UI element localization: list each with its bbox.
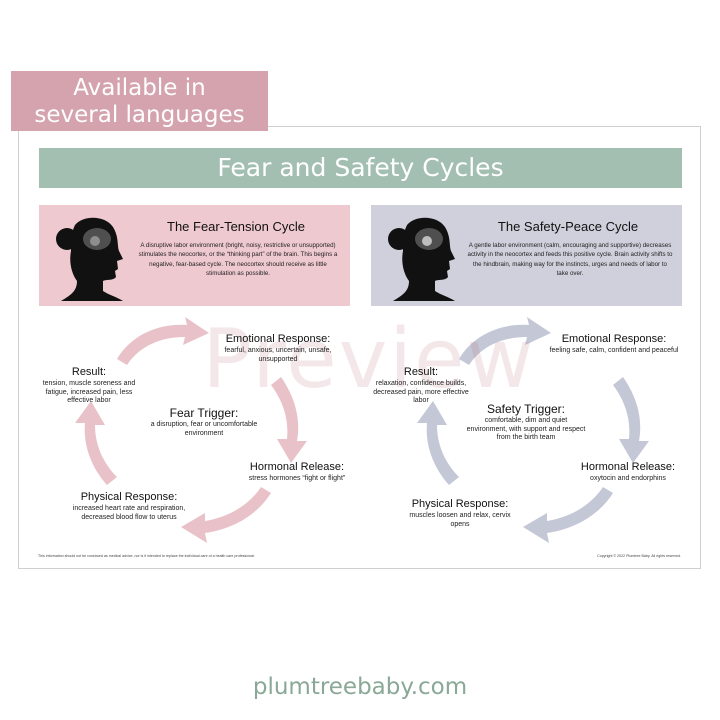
website-link[interactable]: plumtreebaby.com <box>252 674 468 700</box>
fear-cycle-arrows <box>75 317 307 543</box>
badge-line-2: several languages <box>34 102 245 128</box>
node-desc: increased heart rate and respiration, de… <box>72 505 186 521</box>
arrow-left <box>417 401 459 485</box>
poster: Fear and Safety Cycles The Fear-Tension … <box>18 126 701 569</box>
safety-hormonal-release: Hormonal Release: oxytocin and endorphin… <box>571 461 685 484</box>
node-title: Fear Trigger: <box>169 406 239 420</box>
node-desc: relaxation, confidence builds, decreased… <box>373 380 469 404</box>
node-desc: feeling safe, calm, confident and peacef… <box>549 347 679 354</box>
arrow-left <box>75 401 117 485</box>
safety-panel-title: The Safety-Peace Cycle <box>497 219 639 234</box>
fear-hormonal-release: Hormonal Release: stress hormones “fight… <box>241 461 353 484</box>
safety-trigger: Safety Trigger: comfortable, dim and qui… <box>465 403 587 443</box>
node-desc: a disruption, fear or uncomfortable envi… <box>150 421 258 437</box>
node-title: Safety Trigger: <box>486 402 566 416</box>
node-title: Result: <box>403 366 439 378</box>
safety-physical-response: Physical Response: muscles loosen and re… <box>401 498 519 529</box>
fear-panel-body: A disruptive labor environment (bright, … <box>138 242 338 277</box>
badge-line-1: Available in <box>73 75 206 101</box>
node-title: Hormonal Release: <box>249 461 345 473</box>
node-title: Emotional Response: <box>225 333 331 345</box>
node-desc: fearful, anxious, uncertain, unsafe, uns… <box>224 347 332 363</box>
poster-title: Fear and Safety Cycles <box>39 148 682 188</box>
node-title: Physical Response: <box>411 498 509 510</box>
arrow-right <box>271 377 307 463</box>
arrow-top <box>117 317 209 365</box>
node-desc: oxytocin and endorphins <box>590 475 666 482</box>
node-desc: muscles loosen and relax, cervix opens <box>409 512 511 528</box>
woman-silhouette-icon <box>56 217 123 301</box>
node-desc: stress hormones “fight or flight” <box>248 475 346 482</box>
languages-badge: Available in several languages <box>11 71 268 131</box>
safety-emotional-response: Emotional Response: feeling safe, calm, … <box>549 333 679 356</box>
arrow-top <box>459 317 551 365</box>
arrow-bottom <box>181 487 271 543</box>
node-title: Result: <box>71 366 107 378</box>
copyright-notice: Copyright © 2022 Plumtree Baby. All righ… <box>597 554 681 558</box>
fear-result: Result: tension, muscle soreness and fat… <box>39 366 139 406</box>
arrow-right <box>613 377 649 463</box>
node-desc: comfortable, dim and quiet environment, … <box>466 417 586 441</box>
node-title: Hormonal Release: <box>580 461 676 473</box>
fear-panel-title: The Fear-Tension Cycle <box>167 219 305 234</box>
safety-peace-panel: The Safety-Peace Cycle A gentle labor en… <box>371 205 682 306</box>
fear-emotional-response: Emotional Response: fearful, anxious, un… <box>215 333 341 364</box>
woman-silhouette-icon <box>388 217 455 301</box>
fear-trigger: Fear Trigger: a disruption, fear or unco… <box>149 407 259 438</box>
node-title: Physical Response: <box>80 491 178 503</box>
arrow-bottom <box>523 487 613 543</box>
medical-disclaimer: This information should not be construed… <box>38 554 255 558</box>
node-desc: tension, muscle soreness and fatigue, in… <box>42 380 136 404</box>
safety-result: Result: relaxation, confidence builds, d… <box>371 366 471 406</box>
safety-cycle-arrows <box>417 317 649 543</box>
safety-panel-body: A gentle labor environment (calm, encour… <box>467 242 673 277</box>
fear-tension-panel: The Fear-Tension Cycle A disruptive labo… <box>39 205 350 306</box>
fear-physical-response: Physical Response: increased heart rate … <box>69 491 189 522</box>
node-title: Emotional Response: <box>561 333 667 345</box>
